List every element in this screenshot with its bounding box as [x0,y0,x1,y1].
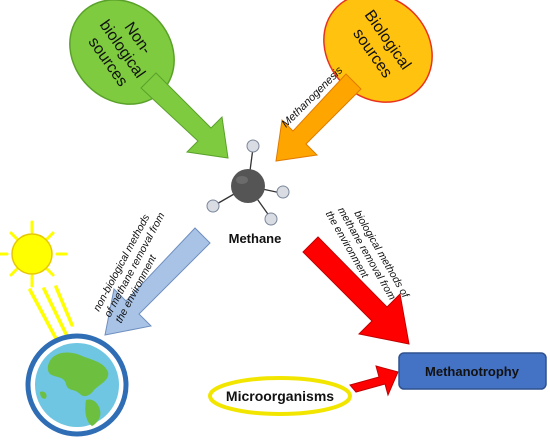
non-biological-to-methane-arrow [140,72,229,159]
methane-label: Methane [229,231,282,246]
sun-icon [0,220,68,288]
microorganisms-label: Microorganisms [226,388,334,404]
earth-globe-icon [25,333,129,437]
sunlight-rays [28,285,74,348]
non-biological-sources-node: Non- biological sources [69,0,175,105]
microorganisms-to-methanotrophy-arrow [349,365,399,397]
methane-molecule-icon [206,139,290,226]
methanotrophy-label: Methanotrophy [425,364,520,379]
methanogenesis-arrow [275,73,362,162]
methanotrophy-node: Methanotrophy [398,352,547,390]
biological-removal-arrow [302,236,410,345]
non-biological-removal-arrow [104,227,211,336]
microorganisms-node: Microorganisms [208,376,352,416]
